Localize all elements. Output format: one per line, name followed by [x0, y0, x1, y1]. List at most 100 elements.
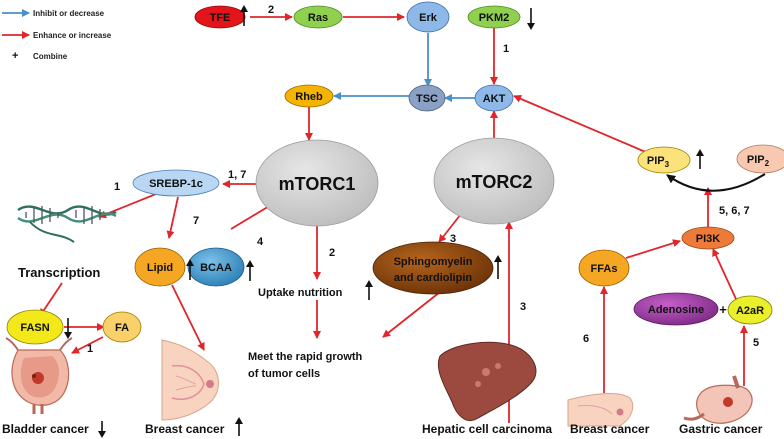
- legend-combine-label: Combine: [33, 52, 68, 61]
- svg-text:TSC: TSC: [416, 93, 438, 105]
- bladder-icon: [5, 337, 73, 414]
- breast-left-icon: [161, 339, 219, 421]
- svg-text:Rheb: Rheb: [295, 91, 323, 103]
- legend: Inhibit or decrease Enhance or increase …: [2, 9, 112, 62]
- ref-fasn-fa: 1: [87, 343, 93, 355]
- node-fasn: FASN: [6, 309, 64, 345]
- svg-text:Sphingomyelin: Sphingomyelin: [394, 256, 473, 268]
- label-meet-line2: of tumor cells: [248, 368, 320, 380]
- node-pkm2: PKM2: [467, 5, 521, 29]
- label-transcription: Transcription: [18, 265, 100, 280]
- node-pip3: PIP3: [637, 146, 691, 174]
- arrow-fa-bladder: [71, 336, 104, 354]
- ref-bcaa-mtorc1: 4: [257, 236, 264, 248]
- label-gastric-cancer: Gastric cancer: [679, 422, 763, 436]
- node-adenosine: Adenosine: [633, 292, 719, 326]
- dna-icon: [17, 205, 117, 243]
- combine-plus: +: [719, 302, 727, 317]
- label-uptake: Uptake nutrition: [258, 287, 343, 299]
- node-rheb: Rheb: [284, 84, 334, 108]
- svg-text:mTORC2: mTORC2: [456, 172, 533, 192]
- node-srebp: SREBP-1c: [132, 169, 220, 197]
- node-mtorc1: mTORC1: [255, 139, 379, 227]
- legend-combine-symbol: +: [12, 50, 18, 62]
- arrow-lipid-breast: [171, 284, 205, 351]
- svg-text:Lipid: Lipid: [147, 262, 173, 274]
- node-mtorc2: mTORC2: [433, 137, 555, 225]
- legend-enhance-label: Enhance or increase: [33, 31, 112, 40]
- svg-text:FASN: FASN: [20, 322, 49, 334]
- svg-text:FFAs: FFAs: [591, 263, 618, 275]
- arrow-pip2-pip3: [666, 173, 766, 192]
- node-sphingomyelin: Sphingomyelin and cardiolipin: [372, 241, 494, 295]
- reference-numbers: 2 1 1, 7 1 7 4 2 3 3 1 5, 6, 7 6 5: [87, 4, 759, 355]
- legend-inhibit-label: Inhibit or decrease: [33, 9, 105, 18]
- label-hepatic-carcinoma: Hepatic cell carcinoma: [422, 422, 552, 436]
- svg-text:AKT: AKT: [483, 93, 506, 105]
- svg-text:PKM2: PKM2: [479, 12, 510, 24]
- node-ras: Ras: [293, 5, 343, 29]
- ref-mtorc1-uptake: 2: [329, 247, 335, 259]
- ref-gastric-a2ar: 5: [753, 337, 759, 349]
- ref-breast-ffas: 6: [583, 333, 589, 345]
- breast-left-up-icon: [235, 417, 243, 436]
- breast-right-icon: [567, 393, 634, 427]
- tfe-up-icon: [240, 5, 248, 26]
- lipid-up-icon: [186, 259, 194, 280]
- ref-pkm2-akt: 1: [503, 43, 509, 55]
- node-tsc: TSC: [408, 84, 446, 112]
- fasn-down-icon: [64, 318, 72, 339]
- svg-text:A2aR: A2aR: [736, 305, 764, 317]
- arrows: [39, 13, 766, 423]
- label-breast-cancer-left: Breast cancer: [145, 422, 225, 436]
- arrow-ffas-pi3k: [625, 239, 681, 259]
- svg-text:Ras: Ras: [308, 12, 328, 24]
- node-a2ar: A2aR: [727, 295, 773, 325]
- liver-icon: [438, 341, 537, 422]
- svg-text:Adenosine: Adenosine: [648, 304, 704, 316]
- indicator-arrows: [64, 5, 704, 438]
- node-fa: FA: [102, 311, 142, 343]
- svg-text:FA: FA: [115, 322, 129, 334]
- node-bcaa: BCAA: [187, 247, 245, 287]
- ref-mtorc2-sphingo: 3: [450, 233, 456, 245]
- node-pi3k: PI3K: [681, 226, 735, 250]
- svg-text:PIP2: PIP2: [747, 154, 770, 168]
- bcaa-up-icon: [246, 260, 254, 281]
- label-bladder-cancer: Bladder cancer: [2, 422, 89, 436]
- ref-mtorc1-srebp: 1, 7: [228, 169, 246, 181]
- svg-text:SREBP-1c: SREBP-1c: [149, 178, 203, 190]
- stomach-icon: [683, 375, 753, 424]
- svg-text:and cardiolipin: and cardiolipin: [394, 272, 473, 284]
- svg-text:TFE: TFE: [210, 12, 231, 24]
- svg-text:Erk: Erk: [419, 12, 438, 24]
- ref-tfe-ras: 2: [268, 4, 274, 16]
- sphingo-up-icon: [494, 255, 502, 279]
- svg-text:PI3K: PI3K: [696, 233, 721, 245]
- node-ffas: FFAs: [578, 249, 630, 287]
- node-pip2: PIP2: [736, 144, 784, 174]
- arrow-mtorc2-sphingo: [438, 213, 462, 243]
- pkm2-down-icon: [527, 8, 535, 30]
- arrow-a2ar-pi3k: [712, 248, 737, 300]
- label-breast-cancer-right: Breast cancer: [570, 422, 650, 436]
- ref-srebp-transcription: 1: [114, 181, 120, 193]
- ref-hepatic-mtorc2: 3: [520, 301, 526, 313]
- node-tfe: TFE: [194, 5, 246, 29]
- svg-text:mTORC1: mTORC1: [279, 174, 356, 194]
- bladder-down-icon: [98, 421, 106, 438]
- arrow-pip3-akt: [513, 95, 649, 154]
- svg-text:BCAA: BCAA: [200, 262, 232, 274]
- node-akt: AKT: [474, 84, 514, 112]
- pip3-up-icon: [696, 149, 704, 169]
- ref-srebp-lipid: 7: [193, 215, 199, 227]
- svg-text:PIP3: PIP3: [647, 155, 670, 169]
- node-lipid: Lipid: [134, 247, 186, 287]
- node-erk: Erk: [406, 1, 450, 33]
- ref-pip3-pi3k: 5, 6, 7: [719, 205, 750, 217]
- uptake-up-icon: [365, 280, 373, 300]
- arrow-sphingo-meet: [382, 291, 441, 338]
- label-meet-line1: Meet the rapid growth: [248, 351, 363, 363]
- arrow-srebp-lipid: [166, 196, 179, 239]
